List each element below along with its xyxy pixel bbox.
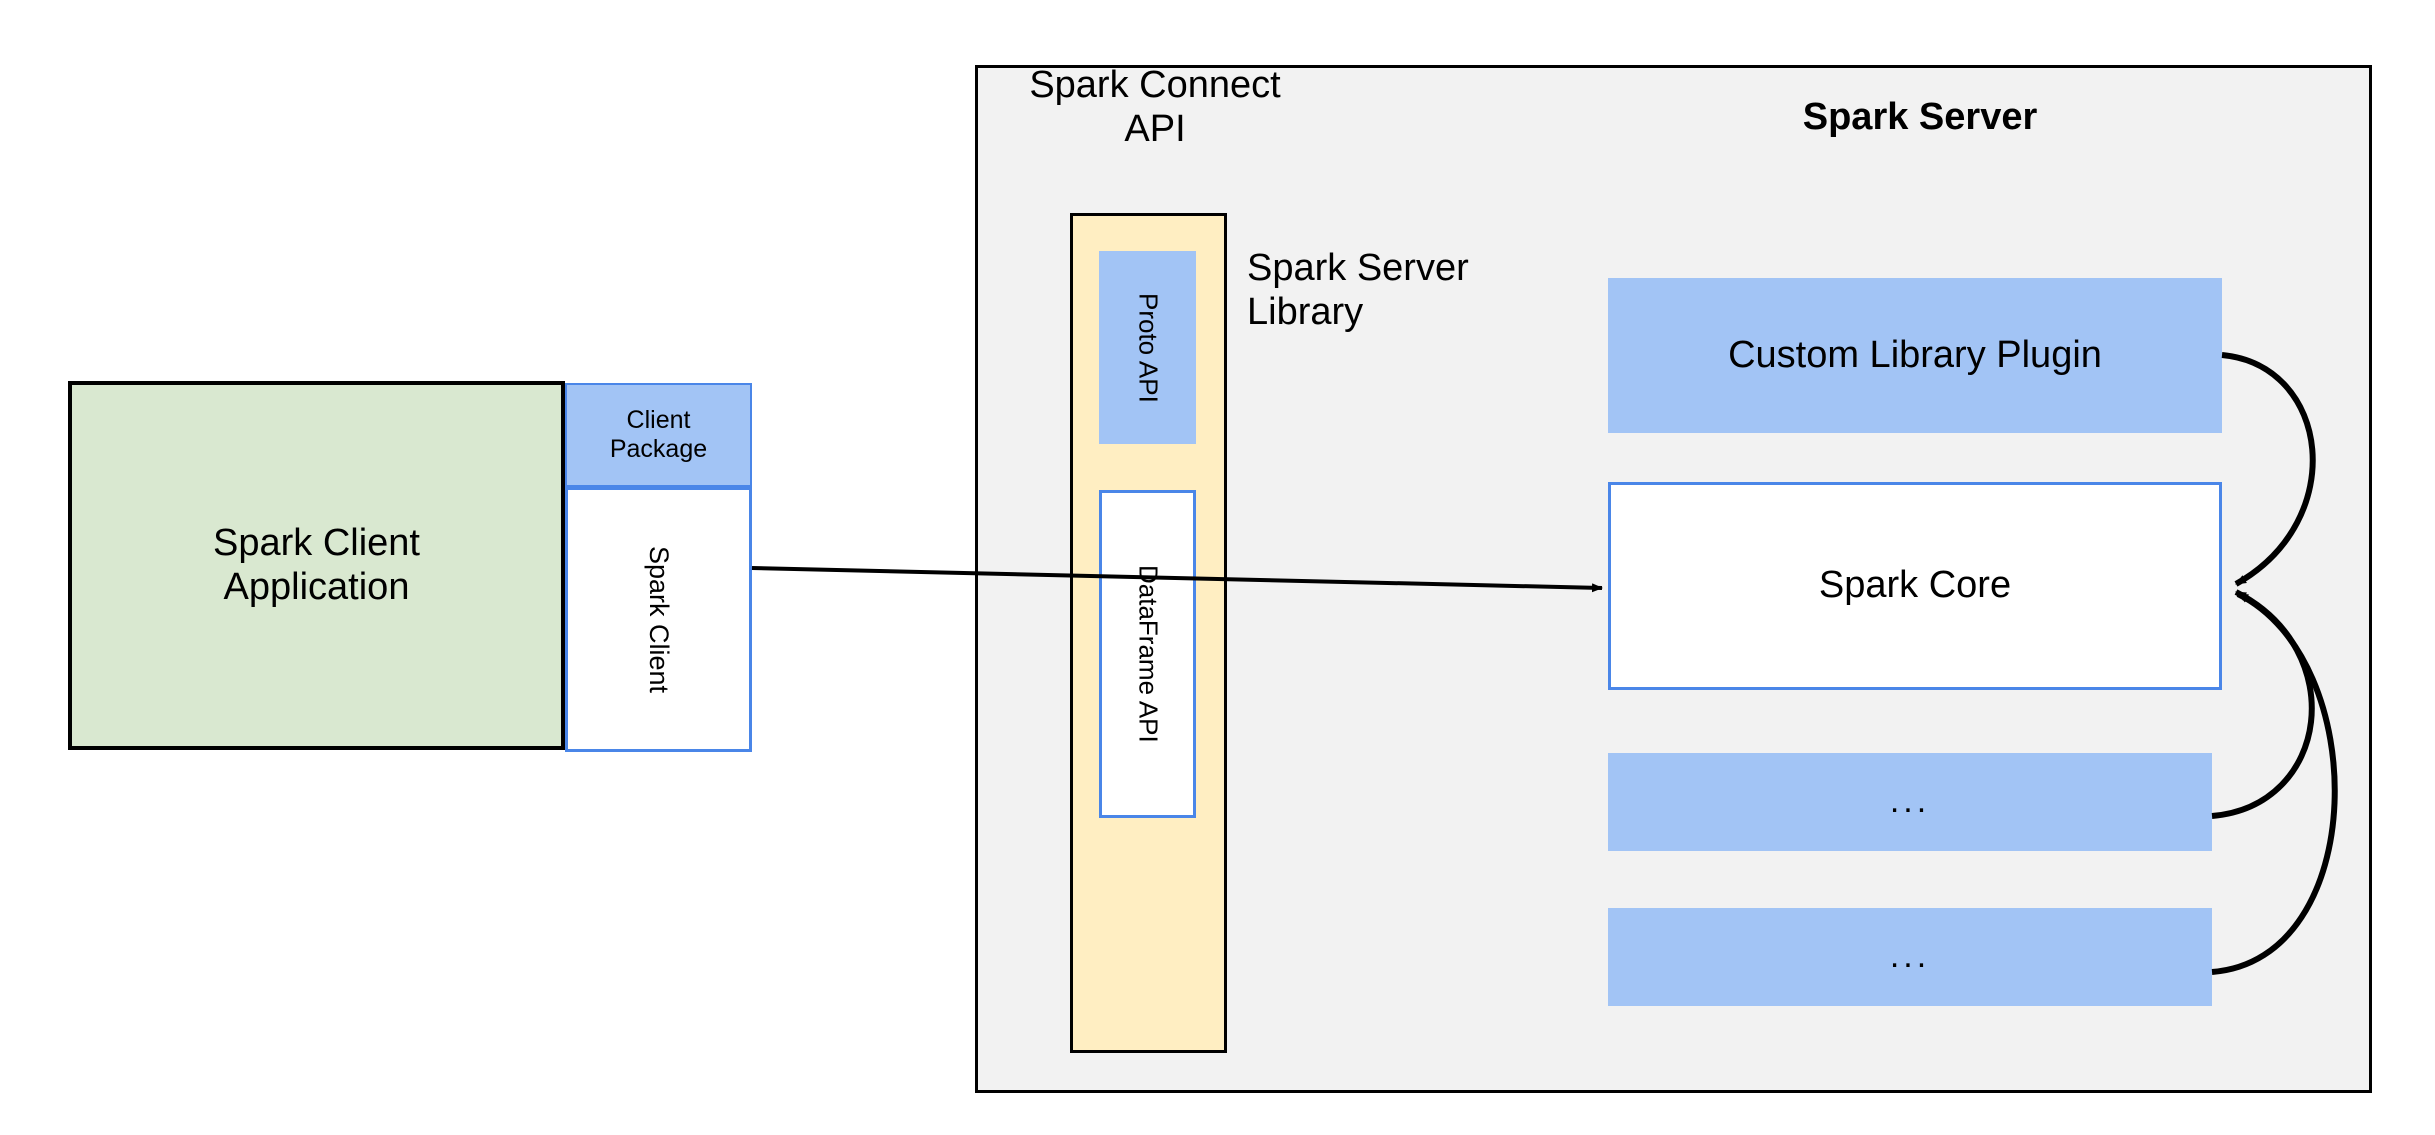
spark-connect-api-label-line1: Spark Connect [1029,64,1281,107]
ellipsis-label-2: ... [1889,937,1931,976]
dataframe-api-box: DataFrame API [1099,490,1196,818]
spark-client-box: Spark Client [565,487,752,752]
ellipsis-box-1: ... [1608,753,2212,851]
custom-library-plugin-box: Custom Library Plugin [1608,278,2222,433]
spark-connect-api-label-line2: API [1124,108,1186,150]
ellipsis-box-2: ... [1608,908,2212,1006]
spark-client-application-box: Spark Client Application [68,381,565,750]
spark-server-library-label-line2: Library [1247,291,1364,333]
spark-connect-api-label: Spark Connect API [1000,62,1310,154]
custom-library-plugin-label: Custom Library Plugin [1728,333,2102,376]
spark-core-box: Spark Core [1608,482,2222,690]
spark-core-label: Spark Core [1818,564,2012,607]
client-package-box: Client Package [565,383,752,487]
spark-server-library-label-line1: Spark Server [1247,247,1469,290]
client-package-label-line1: Client [626,406,691,435]
proto-api-label: Proto API [1133,292,1164,403]
spark-server-title: Spark Server [1802,96,2038,139]
ellipsis-label-1: ... [1889,782,1931,821]
spark-server-library-label: Spark Server Library [1247,245,1577,337]
spark-client-label: Spark Client [644,545,675,694]
spark-client-application-label-line1: Spark Client [213,521,420,564]
proto-api-box: Proto API [1099,251,1196,444]
spark-client-application-label-line2: Application [223,565,410,608]
dataframe-api-label: DataFrame API [1133,565,1164,743]
client-package-label-line2: Package [609,435,708,463]
